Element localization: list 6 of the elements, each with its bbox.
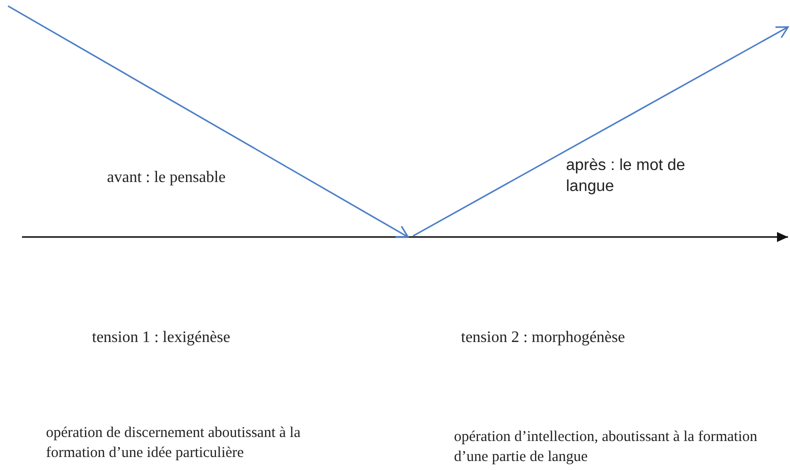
annotation-text: après : le mot de langue xyxy=(566,156,686,197)
description-text: opération de discernement aboutissant à la formation d’une idée particulière xyxy=(46,424,302,462)
heading-text: tension 1 : lexigénèse xyxy=(92,328,230,348)
description-text: opération d’intellection, aboutissant à la formation d’une partie de langue xyxy=(454,428,758,466)
heading-text: tension 2 : morphogénèse xyxy=(461,328,625,348)
annotation-text: avant : le pensable xyxy=(107,168,226,188)
